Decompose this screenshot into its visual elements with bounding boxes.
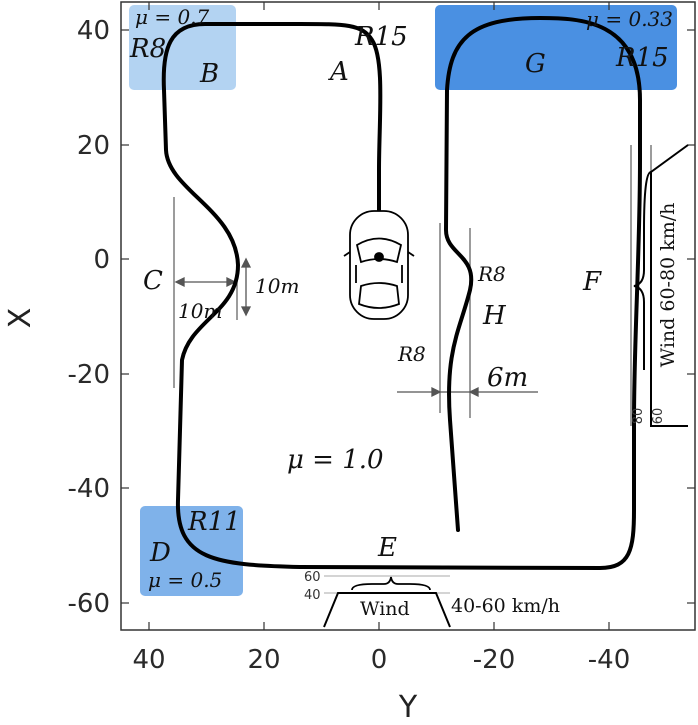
label-c-width: 10m bbox=[178, 299, 222, 323]
wind-bottom-speed: 40-60 km/h bbox=[451, 595, 560, 617]
plot-frame bbox=[120, 1, 696, 631]
x-tick-label: -20 bbox=[473, 645, 515, 675]
wind-bottom-40: 40 bbox=[304, 588, 321, 603]
wind-right-label: Wind 60-80 km/h bbox=[657, 203, 679, 368]
x-tick-label: 20 bbox=[247, 645, 280, 675]
label-e: E bbox=[377, 533, 397, 563]
region-g-mu: μ = 0.33 bbox=[586, 7, 673, 31]
label-c-depth: 10m bbox=[255, 274, 299, 298]
region-b-letter: B bbox=[199, 59, 219, 89]
label-h: H bbox=[482, 301, 507, 331]
region-b-mu: μ = 0.7 bbox=[135, 5, 210, 29]
y-tick-label: -20 bbox=[68, 360, 110, 390]
label-r15-top: R15 bbox=[354, 22, 408, 52]
wind-bottom-label: Wind bbox=[360, 598, 410, 620]
region-d-radius: R11 bbox=[187, 507, 241, 537]
label-mu-main: μ = 1.0 bbox=[287, 445, 384, 475]
x-tick-label: -40 bbox=[588, 645, 630, 675]
y-tick-label: 40 bbox=[77, 16, 110, 46]
x-tick-label: 0 bbox=[371, 645, 388, 675]
region-b bbox=[129, 5, 236, 90]
label-h-width: 6m bbox=[487, 363, 528, 393]
x-tick-label: 40 bbox=[132, 645, 165, 675]
label-c: C bbox=[143, 266, 163, 296]
region-g-radius: R15 bbox=[615, 43, 669, 73]
y-tick-label: 20 bbox=[77, 131, 110, 161]
wind-right-80: 80 bbox=[631, 408, 646, 425]
x-axis-title: Y bbox=[398, 690, 418, 725]
y-tick-label: -40 bbox=[68, 474, 110, 504]
region-g bbox=[435, 5, 677, 90]
track-path bbox=[161, 16, 642, 570]
x-ticks bbox=[148, 2, 610, 630]
wind-right-profile bbox=[633, 144, 689, 427]
label-r8-h-bottom: R8 bbox=[397, 342, 426, 366]
dimension-arrows bbox=[174, 257, 538, 398]
label-r8-h-top: R8 bbox=[477, 262, 506, 286]
wind-right-60: 60 bbox=[651, 408, 666, 425]
wind-bottom-profile bbox=[323, 575, 451, 628]
y-tick-label: 0 bbox=[93, 245, 110, 275]
region-d-mu: μ = 0.5 bbox=[148, 568, 222, 592]
region-g-letter: G bbox=[525, 49, 546, 79]
region-b-radius: R8 bbox=[129, 34, 166, 64]
y-ticks bbox=[121, 29, 695, 604]
y-axis-title: X bbox=[3, 308, 38, 329]
label-a: A bbox=[328, 57, 349, 87]
label-f: F bbox=[582, 267, 602, 297]
car-icon bbox=[343, 210, 415, 320]
region-d-letter: D bbox=[149, 538, 171, 568]
y-tick-label: -60 bbox=[68, 589, 110, 619]
wind-bottom-60: 60 bbox=[304, 570, 321, 585]
region-d bbox=[140, 506, 243, 596]
